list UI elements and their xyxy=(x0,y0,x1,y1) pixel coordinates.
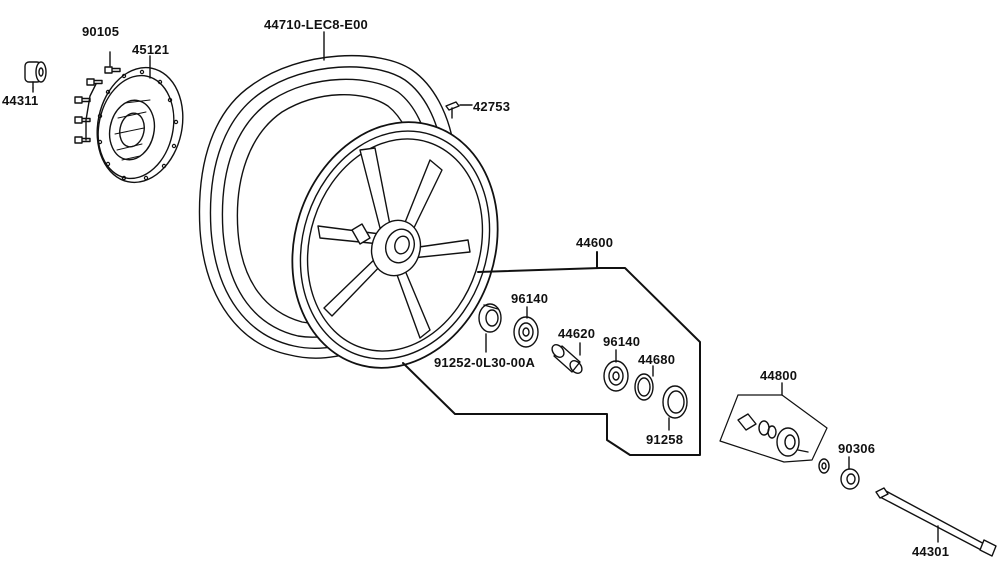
washer-part xyxy=(818,458,830,474)
callout-44710[interactable]: 44710-LEC8-E00 xyxy=(264,17,368,32)
valve-stem-part xyxy=(445,101,473,119)
axle-part xyxy=(875,487,997,557)
callout-44620[interactable]: 44620 xyxy=(558,326,596,341)
bearing-91252-part xyxy=(478,303,502,353)
callout-90306[interactable]: 90306 xyxy=(838,441,876,456)
brake-disc-part xyxy=(96,66,184,184)
drive-gearbox-part xyxy=(719,382,828,463)
group-44600-bracket xyxy=(402,251,701,456)
callout-44301[interactable]: 44301 xyxy=(912,544,950,559)
callout-44800[interactable]: 44800 xyxy=(760,368,798,383)
callout-90105[interactable]: 90105 xyxy=(82,24,120,39)
callout-91258[interactable]: 91258 xyxy=(646,432,684,447)
callout-44311[interactable]: 44311 xyxy=(2,93,39,108)
callout-96140-a[interactable]: 96140 xyxy=(511,291,549,306)
bearing-96140-part xyxy=(603,349,629,392)
callout-44680[interactable]: 44680 xyxy=(638,352,676,367)
bearing-96140-part xyxy=(513,306,539,348)
callout-91252-0L30-00A[interactable]: 91252-0L30-00A xyxy=(434,355,536,370)
snap-ring-part xyxy=(634,365,654,401)
rear-wheel-part xyxy=(198,54,499,369)
callout-96140-b[interactable]: 96140 xyxy=(603,334,641,349)
callout-45121[interactable]: 45121 xyxy=(132,42,170,57)
disc-bolts-part xyxy=(74,51,121,144)
callout-42753[interactable]: 42753 xyxy=(473,99,511,114)
axle-nut-part xyxy=(840,456,860,490)
callout-44600[interactable]: 44600 xyxy=(576,235,614,250)
spacer-tube-part xyxy=(551,342,583,374)
spacer-collar-part xyxy=(24,61,47,89)
oil-seal-part xyxy=(662,385,688,431)
